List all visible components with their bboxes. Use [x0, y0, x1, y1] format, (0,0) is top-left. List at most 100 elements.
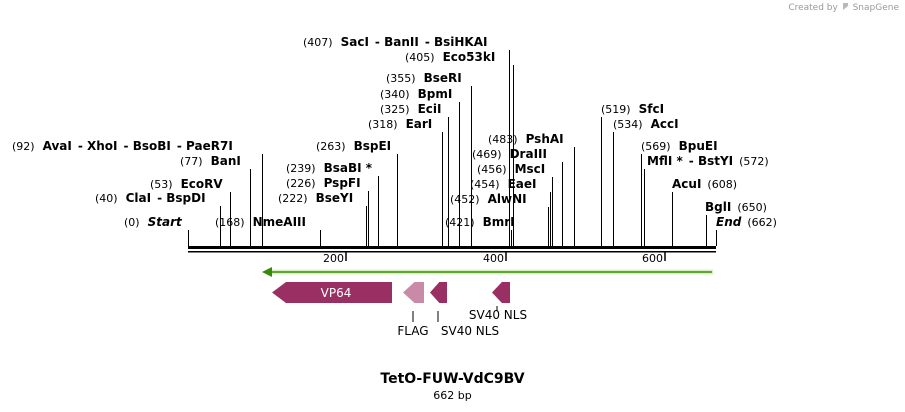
enzyme-site-label: (92)AvaI- XhoI- BsoBI- PaeR7I: [12, 139, 233, 153]
enzyme-name: EarI: [406, 117, 433, 131]
enzyme-name: PspFI: [324, 176, 361, 190]
cut-position: (662): [747, 216, 777, 229]
cut-position: (263): [316, 140, 346, 153]
snapgene-logo-icon: [842, 2, 849, 11]
cut-position: (456): [477, 163, 507, 176]
enzyme-name: BseYI: [316, 191, 354, 205]
feature-arrow: [272, 282, 392, 303]
enzyme-name: NmeAIII: [253, 215, 306, 229]
feature-arrow: [492, 282, 510, 303]
enzyme-site-label: (325)EciI: [380, 102, 441, 116]
credit-prefix: Created by: [788, 3, 838, 13]
enzyme-name: End: [716, 215, 742, 229]
enzyme-site-label: (355)BseRI: [386, 71, 462, 85]
enzyme-site-label: (407)SacI- BanII- BsiHKAI: [303, 35, 487, 49]
enzyme-name: PshAI: [526, 132, 564, 146]
cut-position: (519): [601, 103, 631, 116]
enzyme-name: AccI: [651, 117, 679, 131]
enzyme-separator: -: [375, 35, 384, 49]
enzyme-site-label: (0) Start: [124, 215, 183, 229]
cut-site-lines: [188, 50, 717, 246]
cut-position: (454): [470, 178, 500, 191]
enzyme-site-label: BglI (650): [705, 200, 767, 214]
enzyme-site-label: (239) BsaBI *: [286, 161, 373, 175]
credit-brand: SnapGene: [852, 3, 899, 13]
enzyme-site-label: (421) BmrI: [445, 215, 515, 229]
enzyme-site-label: (405)Eco53kI: [405, 50, 495, 64]
enzyme-site-label: (340)BpmI: [380, 87, 452, 101]
enzyme-name: BanII: [384, 35, 419, 49]
enzyme-site-label: (263) BspEI: [316, 139, 391, 153]
enzyme-site-label: (222)BseYI: [278, 191, 353, 205]
cut-position: (168): [215, 216, 245, 229]
enzyme-site-label: (53)EcoRV: [150, 177, 223, 191]
enzyme-site-label: (226)PspFI: [286, 176, 361, 190]
feature-arrow: [430, 282, 447, 303]
enzyme-name: SacI: [341, 35, 369, 49]
enzyme-site-label: (534)AccI: [613, 117, 679, 131]
enzyme-name: ClaI: [126, 191, 151, 205]
feature-label: SV40 NLS: [441, 324, 499, 338]
enzyme-separator: -: [425, 35, 434, 49]
enzyme-name: EcoRV: [181, 177, 224, 191]
enzyme-site-label: (40) ClaI- BspDI: [95, 191, 206, 205]
enzyme-name: BglI: [705, 200, 731, 214]
axis-tick-label: 400: [483, 252, 504, 265]
enzyme-site-label: (77) BanI: [180, 154, 241, 168]
axis: 200 400 600: [323, 252, 666, 265]
enzyme-name: AcuI: [672, 177, 701, 191]
enzyme-name: BsaBI *: [324, 161, 373, 175]
cut-position: (483): [488, 133, 518, 146]
enzyme-separator: -: [78, 139, 87, 153]
enzyme-name: BspDI: [166, 191, 205, 205]
enzyme-name: AvaI: [43, 139, 72, 153]
cut-position: (318): [368, 118, 398, 131]
enzyme-name: Start: [148, 215, 183, 229]
sequence-backbone: [188, 246, 716, 253]
cut-position: (608): [707, 178, 737, 191]
enzyme-name: AlwNI: [488, 192, 527, 206]
cut-position: (40): [95, 192, 118, 205]
cut-position: (77): [180, 155, 203, 168]
cut-position: (421): [445, 216, 475, 229]
cut-position: (0): [124, 216, 140, 229]
cut-position: (569): [641, 140, 671, 153]
enzyme-site-label: (454) EaeI: [470, 177, 537, 191]
enzyme-site-label: (483) PshAI: [488, 132, 564, 146]
feature-label: FLAG: [397, 324, 428, 338]
enzyme-separator: -: [157, 191, 166, 205]
enzyme-name: BpuEI: [679, 139, 718, 153]
enzyme-site-label: (318) EarI: [368, 117, 432, 131]
enzyme-site-label: (452) AlwNI: [450, 192, 527, 206]
enzyme-separator: -: [689, 154, 698, 168]
enzyme-site-label: AcuI (608): [672, 177, 737, 191]
enzyme-name: PaeR7I: [186, 139, 233, 153]
cut-position: (92): [12, 140, 35, 153]
enzyme-name: BmrI: [483, 215, 515, 229]
axis-tick-label: 200: [323, 252, 344, 265]
axis-tick-label: 600: [642, 252, 663, 265]
enzyme-name: BspEI: [354, 139, 392, 153]
enzyme-name: DraIII: [510, 147, 547, 161]
cut-position: (239): [286, 162, 316, 175]
cut-position: (572): [739, 155, 769, 168]
cut-position: (405): [405, 51, 435, 64]
enzyme-site-label: (519)SfcI: [601, 102, 664, 116]
snapgene-credit: Created by SnapGene: [788, 2, 899, 13]
enzyme-name: MscI: [515, 162, 546, 176]
sequence-length: 662 bp: [433, 389, 472, 402]
cut-position: (650): [737, 201, 767, 214]
orf-arrow: [262, 267, 713, 277]
enzyme-name: BpmI: [418, 87, 453, 101]
enzyme-site-label: MflI *- BstYI(572): [647, 154, 769, 168]
enzyme-name: EaeI: [508, 177, 537, 191]
feature-arrow: [403, 282, 424, 303]
cut-position: (407): [303, 36, 333, 49]
enzyme-site-label: (469)DraIII: [472, 147, 547, 161]
enzyme-name: BanI: [211, 154, 241, 168]
enzyme-site-label: End (662): [716, 215, 777, 229]
cut-position: (452): [450, 193, 480, 206]
enzyme-name: BseRI: [424, 71, 462, 85]
